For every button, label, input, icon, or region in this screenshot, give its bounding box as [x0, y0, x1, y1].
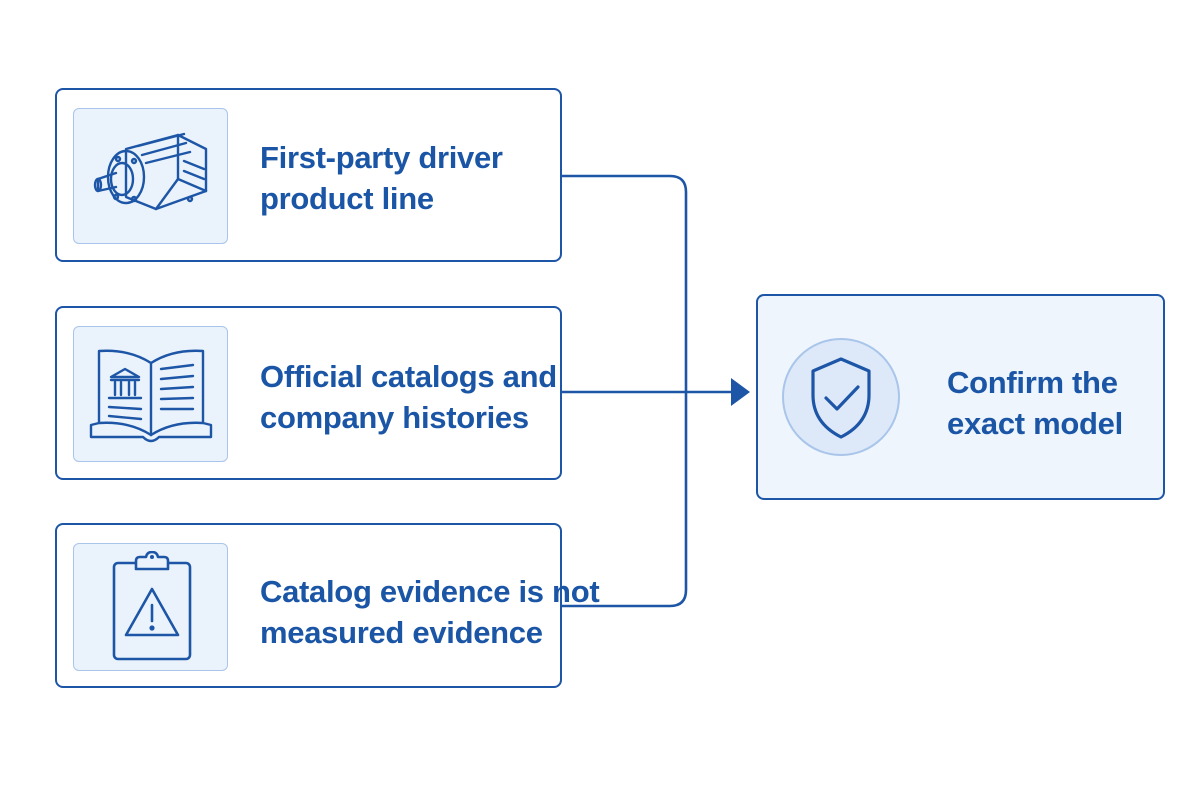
card-label-line2: product line — [260, 181, 434, 216]
clipboard-warning-icon — [112, 551, 191, 661]
card-label-line2: measured evidence — [260, 615, 543, 650]
open-book-icon — [89, 349, 212, 443]
result-label: Confirm the exact model — [947, 362, 1123, 444]
motor-icon — [93, 132, 207, 211]
icon-tile — [73, 543, 228, 671]
card-label-line2: company histories — [260, 400, 529, 435]
result-label-line1: Confirm the — [947, 365, 1118, 400]
shield-check-icon — [782, 338, 900, 456]
card-label-line1: Catalog evidence is not — [260, 574, 600, 609]
source-card-driver-product-line: First-party driver product line — [55, 88, 562, 262]
card-label-line1: First-party driver — [260, 140, 503, 175]
icon-tile — [73, 108, 228, 244]
card-label: Official catalogs and company histories — [260, 356, 557, 438]
connector-top — [560, 174, 688, 394]
result-label-line2: exact model — [947, 406, 1123, 441]
card-label: First-party driver product line — [260, 137, 503, 219]
icon-tile — [73, 326, 228, 462]
card-label: Catalog evidence is not measured evidenc… — [260, 571, 600, 653]
connector-arrowhead — [731, 378, 750, 406]
result-card-confirm-model: Confirm the exact model — [756, 294, 1165, 500]
source-card-catalog-evidence-warning: Catalog evidence is not measured evidenc… — [55, 523, 600, 688]
card-label-line1: Official catalogs and — [260, 359, 557, 394]
source-card-official-catalogs: Official catalogs and company histories — [55, 306, 562, 480]
connector-bottom — [560, 390, 688, 608]
